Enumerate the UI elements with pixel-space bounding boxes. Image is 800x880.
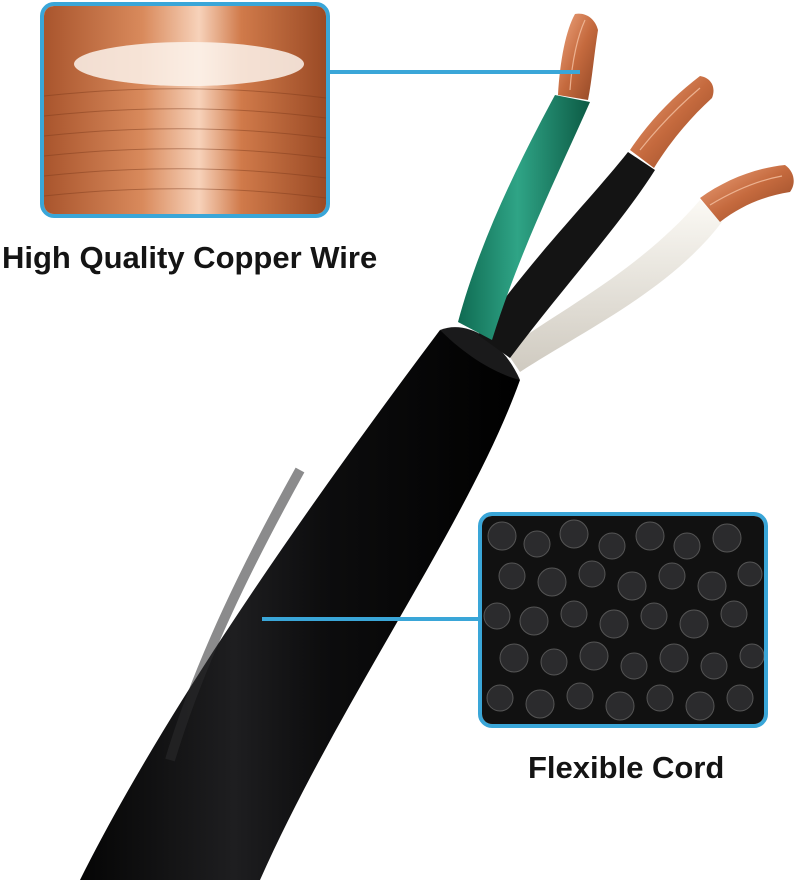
cable-jacket	[80, 330, 520, 880]
copper-wire-callout	[40, 2, 330, 218]
black-wire	[478, 152, 655, 358]
copper-coil-image	[44, 6, 326, 214]
flexible-cord-callout	[478, 512, 768, 728]
flexible-cord-label: Flexible Cord	[528, 750, 725, 785]
cord-leader-line	[262, 617, 480, 621]
copper-wire-label: High Quality Copper Wire	[2, 240, 378, 275]
green-wire	[458, 95, 590, 340]
rubber-pellets-image	[482, 516, 764, 724]
copper-leader-line	[330, 70, 580, 74]
white-wire	[505, 200, 722, 372]
